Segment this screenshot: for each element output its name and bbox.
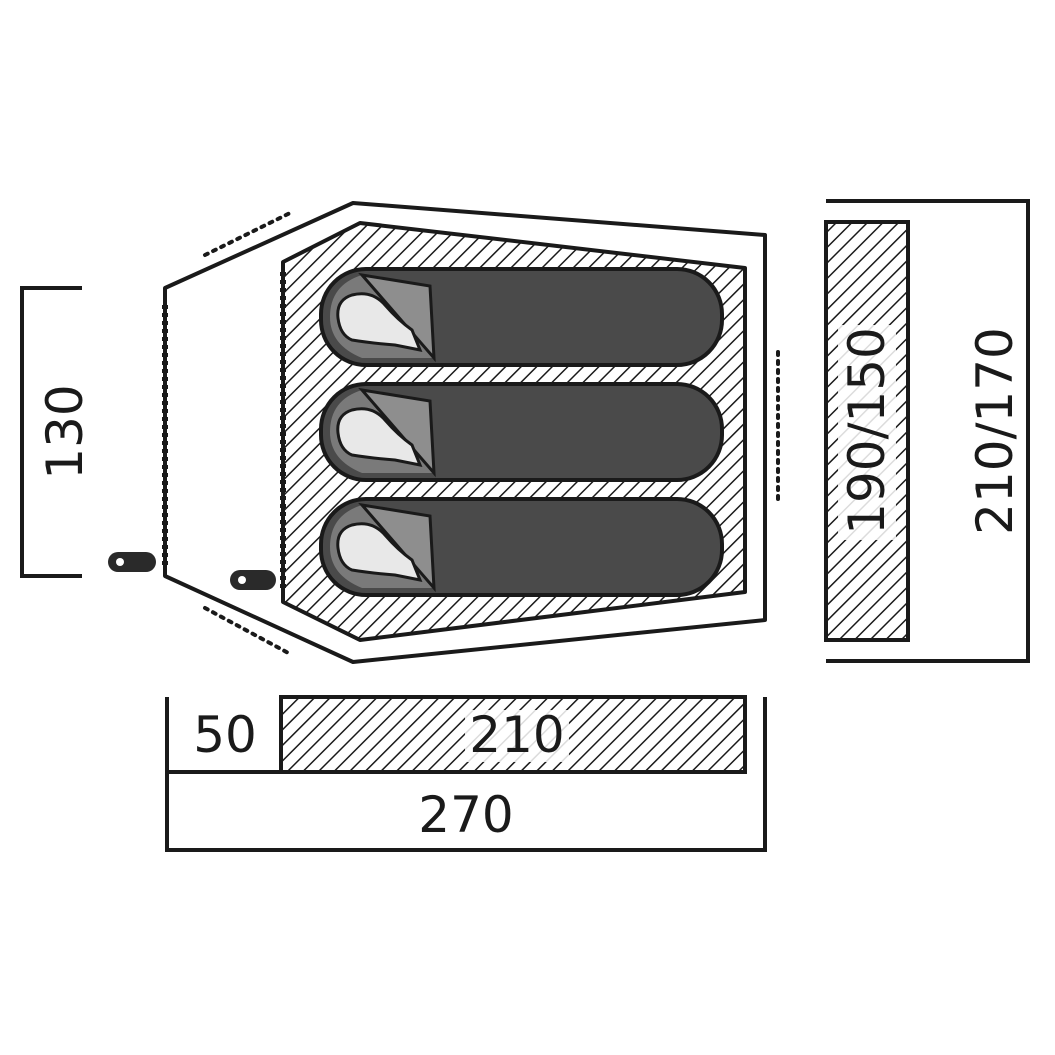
total-width-dimension: 210/170 <box>826 199 1030 663</box>
sleeping-bag-icon <box>319 497 724 597</box>
height-label: 130 <box>36 384 94 479</box>
sleeping-bag-icon <box>319 382 724 482</box>
sleeping-bag-icon <box>319 267 724 367</box>
tent-peg-icon <box>230 570 276 590</box>
total-width-label: 210/170 <box>966 327 1024 535</box>
length-dimensions: 50 210 270 <box>165 695 767 852</box>
guy-lines <box>203 210 780 657</box>
inner-width-dimension: 190/150 <box>824 220 910 642</box>
total-length-label: 270 <box>418 786 513 844</box>
tent-peg-icon <box>108 552 156 572</box>
inner-length-label: 210 <box>469 706 564 764</box>
height-dimension: 130 <box>20 286 94 578</box>
inner-width-label: 190/150 <box>838 327 896 535</box>
vestibule-depth-label: 50 <box>193 706 257 764</box>
